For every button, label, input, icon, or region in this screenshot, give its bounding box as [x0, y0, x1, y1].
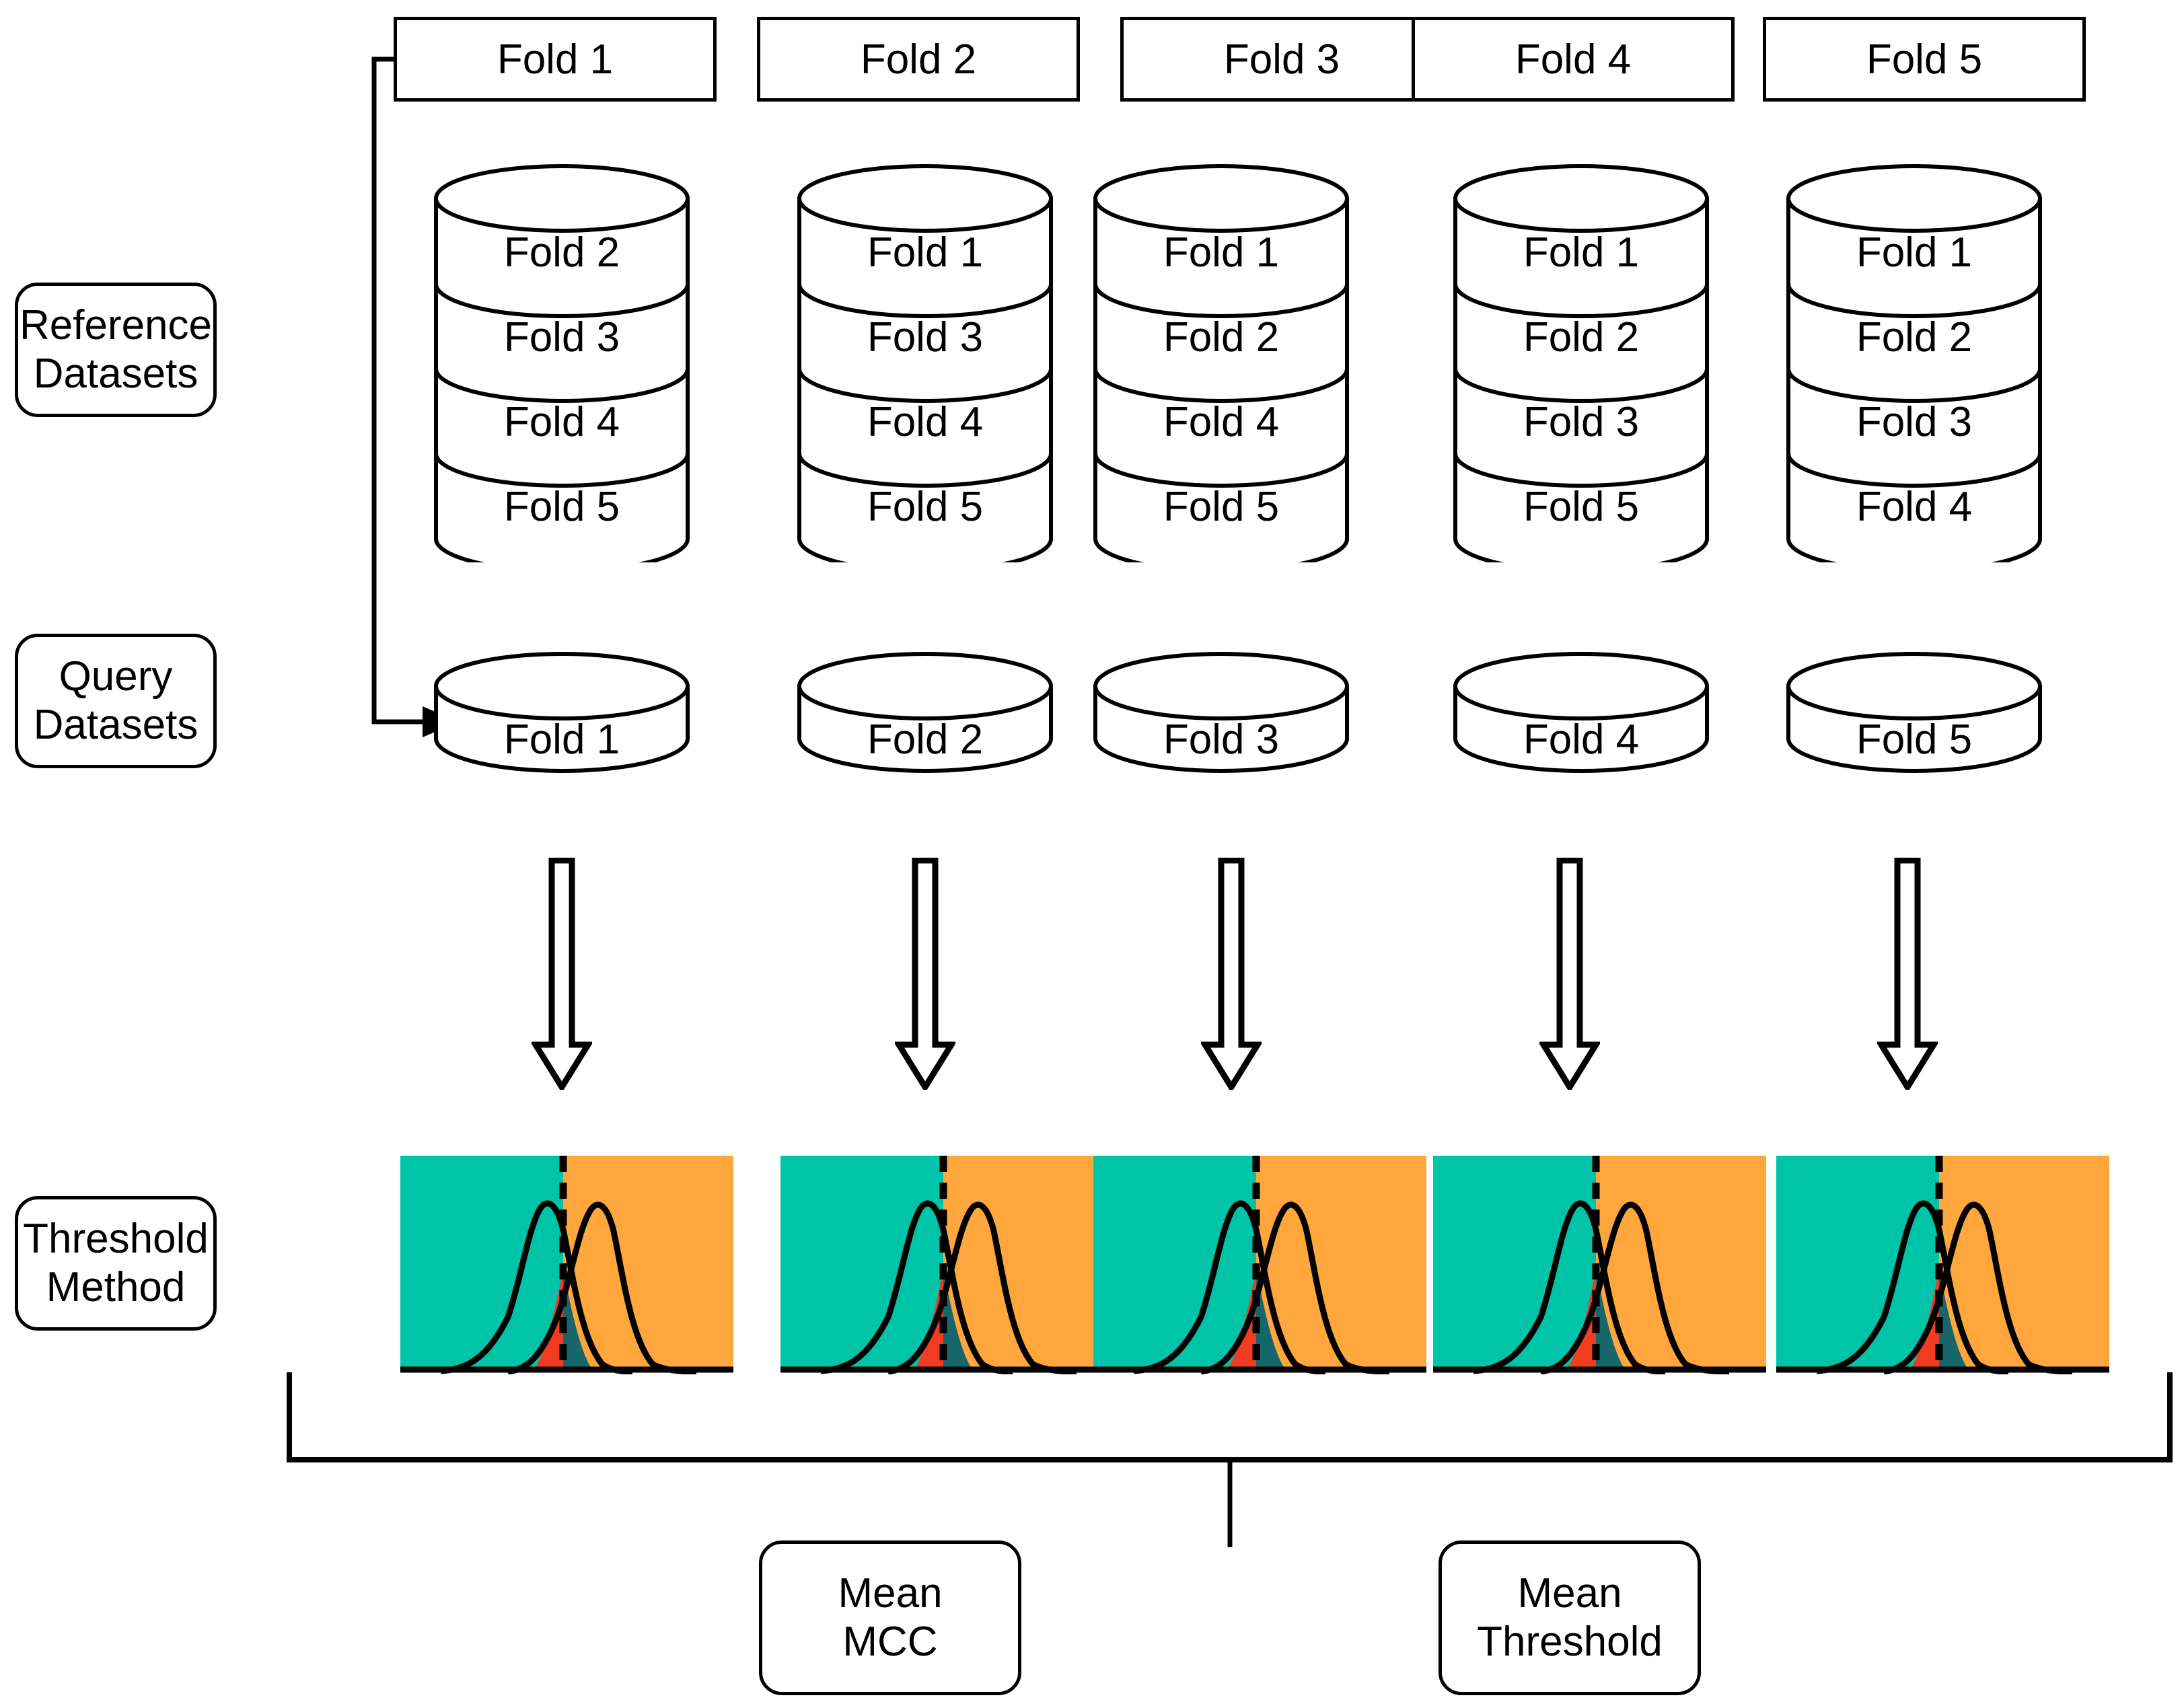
query-cylinder-2-label: Fold 2: [867, 716, 984, 763]
flow-arrow-5: [1875, 857, 1940, 1093]
reference-stack-3: Fold 1 Fold 2 Fold 4 Fold 5: [1093, 161, 1349, 573]
query-cylinder-1: Fold 1: [434, 651, 690, 774]
mean-mcc-line1: Mean: [838, 1570, 943, 1617]
stack-3-fold-1: Fold 2: [1163, 314, 1280, 361]
query-datasets-line1: Query: [59, 653, 173, 700]
flow-arrow-4: [1537, 857, 1602, 1093]
header-fold-1[interactable]: Fold 1: [394, 17, 717, 102]
query-cylinder-3: Fold 3: [1093, 651, 1349, 774]
stack-5-fold-3: Fold 4: [1856, 484, 1973, 530]
stack-4-fold-1: Fold 2: [1523, 314, 1640, 361]
stack-1-fold-2: Fold 4: [503, 399, 620, 445]
mean-mcc-line2: MCC: [842, 1619, 938, 1665]
reference-stack-1: Fold 2 Fold 3 Fold 4 Fold 5: [434, 161, 690, 573]
threshold-plot-2[interactable]: [780, 1156, 1114, 1375]
flow-arrow-3: [1199, 857, 1264, 1093]
stack-2-fold-1: Fold 3: [867, 314, 984, 361]
reference-stack-4: Fold 1 Fold 2 Fold 3 Fold 5: [1453, 161, 1709, 573]
query-cylinder-5: Fold 5: [1786, 651, 2042, 774]
query-cylinder-3-label: Fold 3: [1163, 716, 1280, 763]
stack-3-fold-2: Fold 4: [1163, 399, 1280, 445]
mean-threshold-line2: Threshold: [1477, 1619, 1663, 1665]
stack-5-fold-0: Fold 1: [1856, 229, 1973, 276]
flow-arrow-1: [530, 857, 594, 1093]
reference-stack-2: Fold 1 Fold 3 Fold 4 Fold 5: [797, 161, 1053, 573]
stack-3-fold-3: Fold 5: [1163, 484, 1280, 530]
query-cylinder-5-label: Fold 5: [1856, 716, 1973, 763]
header-fold-2[interactable]: Fold 2: [757, 17, 1080, 102]
query-datasets-line2: Datasets: [33, 702, 198, 748]
stack-4-fold-3: Fold 5: [1523, 484, 1640, 530]
threshold-plot-3[interactable]: [1093, 1156, 1426, 1375]
header-fold-3[interactable]: Fold 3: [1120, 17, 1443, 102]
header-fold-5[interactable]: Fold 5: [1763, 17, 2086, 102]
stack-3-fold-0: Fold 1: [1163, 229, 1280, 276]
header-fold-1-label: Fold 1: [497, 36, 614, 83]
header-fold-5-label: Fold 5: [1866, 36, 1983, 83]
threshold-plot-4[interactable]: [1433, 1156, 1766, 1375]
stack-2-fold-2: Fold 4: [867, 399, 984, 445]
stack-1-fold-0: Fold 2: [503, 229, 620, 276]
stack-2-fold-0: Fold 1: [867, 229, 984, 276]
stack-5-fold-1: Fold 2: [1856, 314, 1973, 361]
header-fold-2-label: Fold 2: [860, 36, 977, 83]
label-reference-datasets: Reference Datasets: [15, 283, 217, 417]
label-threshold-method: Threshold Method: [15, 1196, 217, 1331]
stack-1-fold-1: Fold 3: [503, 314, 620, 361]
reference-stack-5: Fold 1 Fold 2 Fold 3 Fold 4: [1786, 161, 2042, 573]
threshold-method-line2: Method: [46, 1264, 186, 1310]
output-mean-mcc[interactable]: Mean MCC: [759, 1540, 1021, 1695]
header-fold-4[interactable]: Fold 4: [1412, 17, 1735, 102]
query-cylinder-4: Fold 4: [1453, 651, 1709, 774]
stack-1-fold-3: Fold 5: [503, 484, 620, 530]
stack-4-fold-0: Fold 1: [1523, 229, 1640, 276]
reference-datasets-line2: Datasets: [33, 350, 198, 397]
stack-5-fold-2: Fold 3: [1856, 399, 1973, 445]
threshold-method-line1: Threshold: [23, 1216, 209, 1263]
stack-2-fold-3: Fold 5: [867, 484, 984, 530]
mean-threshold-line1: Mean: [1517, 1570, 1622, 1617]
header-fold-4-label: Fold 4: [1515, 36, 1632, 83]
label-query-datasets: Query Datasets: [15, 634, 217, 768]
threshold-plot-5[interactable]: [1776, 1156, 2109, 1375]
output-mean-threshold[interactable]: Mean Threshold: [1439, 1540, 1701, 1695]
query-cylinder-1-label: Fold 1: [503, 716, 620, 763]
stack-4-fold-2: Fold 3: [1523, 399, 1640, 445]
header-fold-3-label: Fold 3: [1223, 36, 1340, 83]
reference-datasets-line1: Reference: [19, 302, 213, 349]
query-cylinder-4-label: Fold 4: [1523, 716, 1640, 763]
query-cylinder-2: Fold 2: [797, 651, 1053, 774]
threshold-plot-1[interactable]: [400, 1156, 733, 1375]
flow-arrow-2: [893, 857, 957, 1093]
